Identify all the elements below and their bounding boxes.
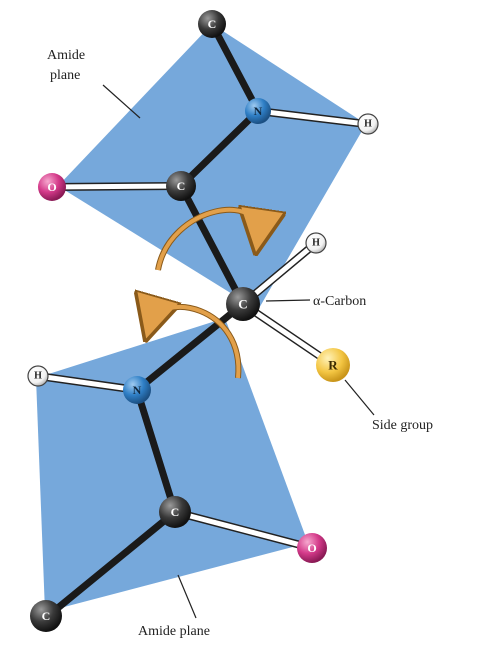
svg-text:R: R [328, 358, 338, 373]
atom-carbon-carbonyl-top: C [166, 171, 196, 201]
svg-text:N: N [254, 104, 263, 118]
label-amide-plane-top-line1: Amide [47, 48, 85, 63]
svg-text:N: N [133, 383, 142, 397]
label-amide-plane-bottom: Amide plane [138, 624, 210, 639]
svg-text:H: H [364, 119, 372, 130]
atom-oxygen-top: O [38, 173, 66, 201]
atom-oxygen-bottom: O [297, 533, 327, 563]
svg-text:O: O [307, 541, 316, 555]
atom-nitrogen-bottom: N [123, 376, 151, 404]
atom-carbon-top: C [198, 10, 226, 38]
label-amide-plane-top-line2: plane [50, 68, 80, 83]
backbone-bonds [44, 20, 262, 620]
svg-text:O: O [47, 180, 56, 194]
atom-carbon-carbonyl-bottom: C [159, 496, 191, 528]
atom-nitrogen-top: N [245, 98, 271, 124]
atom-alpha-carbon: C [226, 287, 260, 321]
label-alpha-carbon: α-Carbon [313, 294, 366, 309]
svg-text:C: C [238, 297, 247, 312]
amide-plane-bottom [36, 318, 308, 612]
svg-text:H: H [312, 238, 320, 249]
white-bonds [34, 107, 370, 552]
atom-r-group: R [316, 348, 350, 382]
atom-carbon-bottom: C [30, 600, 62, 632]
svg-text:C: C [208, 17, 217, 31]
svg-text:C: C [171, 505, 180, 519]
amide-plane-top [58, 24, 366, 310]
atom-hydrogen-top: H [357, 113, 379, 135]
atom-hydrogen-alpha: H [305, 232, 327, 254]
svg-text:H: H [34, 371, 42, 382]
atom-hydrogen-bottom: H [27, 365, 49, 387]
leader-lines [102, 84, 375, 619]
svg-text:C: C [42, 609, 51, 623]
label-side-group: Side group [372, 418, 433, 433]
svg-text:C: C [177, 179, 186, 193]
